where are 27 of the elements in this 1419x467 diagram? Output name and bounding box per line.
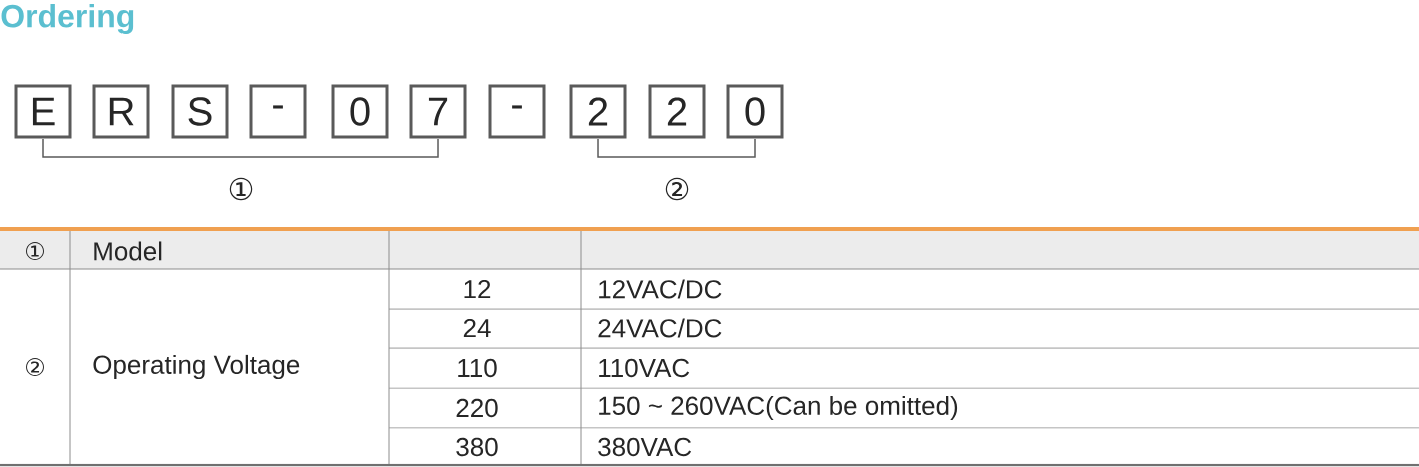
code-box: 0	[331, 84, 389, 139]
code-box: 0	[726, 84, 784, 139]
table-cell-text: 220	[456, 398, 498, 418]
table-cell-text: 24VAC/DC	[598, 318, 722, 338]
table-cell-text: 24	[463, 318, 491, 338]
code-box: R	[92, 84, 150, 139]
table-cell-text: Operating Voltage	[93, 354, 300, 380]
table-cell-text: 150 ~ 260VAC(Can be omitted)	[599, 395, 958, 421]
callout-number: ②	[26, 358, 44, 376]
title: Ordering	[1, 4, 134, 34]
callout-number: ②	[665, 177, 689, 201]
code-box: -	[488, 84, 546, 139]
table-cell-text: 380	[456, 437, 498, 457]
code-box: S	[171, 84, 229, 139]
table-cell-text: 12VAC/DC	[599, 279, 722, 299]
callout-number: ①	[26, 242, 44, 260]
code-box: 2	[648, 84, 706, 139]
code-box: -	[249, 84, 307, 139]
code-box: E	[14, 84, 72, 139]
table-cell-text: 110VAC	[599, 358, 690, 378]
table-cell-text: Model	[94, 241, 162, 261]
callout-number: ①	[229, 177, 253, 201]
table-cell-text: 380VAC	[598, 437, 692, 457]
code-box: 7	[409, 84, 467, 139]
table-cell-text: 12	[464, 279, 491, 299]
table-cell-text: 110	[458, 358, 497, 378]
code-box: 2	[569, 84, 627, 139]
